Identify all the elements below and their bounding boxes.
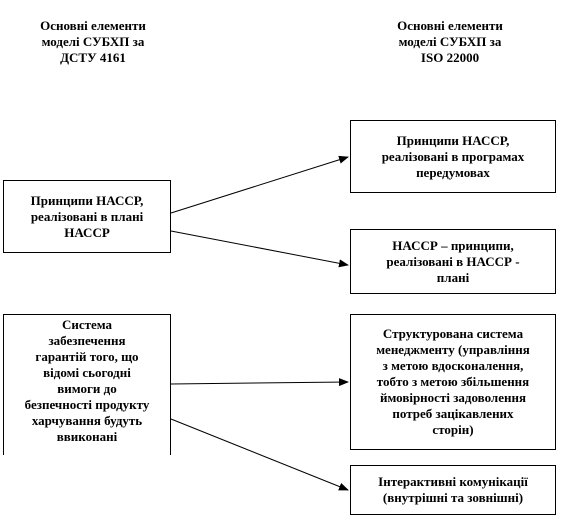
box-line: Структурована система [382, 326, 524, 341]
box-line: (внутрішні та зовнішні) [382, 490, 524, 505]
arrow-system-to-management [170, 378, 349, 387]
arrow-hacpp-to-prerequisites [170, 155, 349, 214]
arrow-hacpp-to-haccp-plan [170, 230, 349, 268]
right-header-line-2: моделі СУБХП за [398, 34, 502, 49]
box-line: потреб зацікавлених [392, 406, 514, 421]
box-line: менеджменту (управління [376, 342, 530, 357]
box-line: ввиконані [56, 429, 118, 444]
box-line: НАССР [64, 224, 110, 240]
box-line: безпечності продукту [24, 397, 150, 412]
box-line: передумовах [416, 164, 490, 180]
right-box-interactive-communications: Інтерактивні комунікації (внутрішні та з… [350, 465, 556, 515]
box-line: сторін) [432, 422, 474, 437]
box-line: ймовірності задоволення [379, 390, 527, 405]
box-line: реалізовані в програмах [381, 148, 525, 164]
box-line: реалізовані в плані [30, 208, 144, 224]
box-line: вимоги до [57, 381, 117, 396]
box-line: Принципи НАССР, [396, 132, 510, 148]
left-header-line-1: Основні елементи [40, 18, 146, 33]
box-line: з метою вдосконалення, [382, 358, 524, 373]
box-line: відомі сьогодні [43, 365, 131, 380]
box-line: НАССР – принципи, [392, 237, 514, 253]
right-box-haccp-plan: НАССР – принципи, реалізовані в НАССР - … [350, 229, 556, 294]
box-line: тобто з метою збільшення [376, 374, 530, 389]
left-box-assurance-system: Система забезпечення гарантій того, що в… [3, 314, 171, 455]
box-line: плані [436, 269, 470, 285]
left-header-line-2: моделі СУБХП за [41, 34, 145, 49]
box-line: забезпечення [48, 333, 126, 348]
left-header-line-3: ДСТУ 4161 [60, 50, 126, 65]
right-box-prerequisite-programs: Принципи НАССР, реалізовані в програмах … [350, 120, 556, 193]
box-line: Система [61, 317, 113, 332]
left-box-haccp-principles: Принципи НАССР, реалізовані в плані НАСС… [3, 180, 171, 253]
left-column-header: Основні елементи моделі СУБХП за ДСТУ 41… [18, 18, 168, 66]
right-header-line-3: ISO 22000 [420, 50, 480, 65]
right-box-management-system: Структурована система менеджменту (управ… [350, 314, 556, 450]
right-column-header: Основні елементи моделі СУБХП за ISO 220… [375, 18, 525, 66]
box-line: харчування будуть [31, 413, 143, 428]
right-header-line-1: Основні елементи [397, 18, 503, 33]
arrow-system-to-communications [170, 418, 349, 491]
box-line: Принципи НАССР, [30, 192, 144, 208]
box-line: реалізовані в НАССР - [386, 253, 520, 269]
box-line: Інтерактивні комунікації [378, 474, 528, 489]
box-line: гарантій того, що [35, 349, 139, 364]
